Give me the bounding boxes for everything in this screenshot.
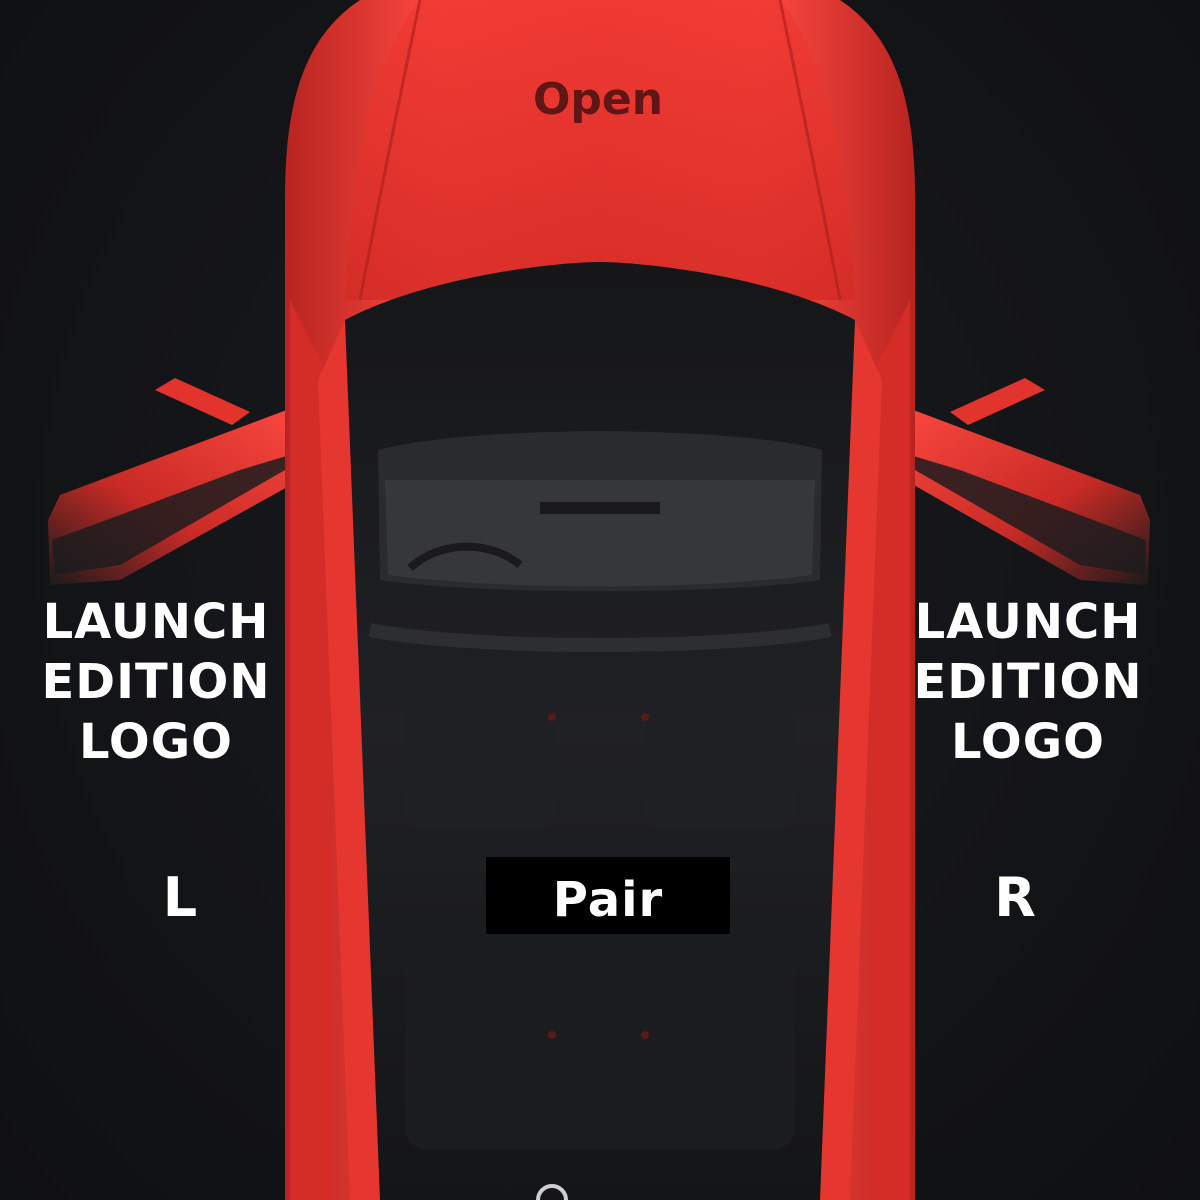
left-door (48, 378, 318, 585)
left-launch-edition-logo-button[interactable]: LAUNCH EDITION LOGO (6, 592, 306, 772)
open-frunk-button[interactable]: Open (532, 74, 664, 125)
right-side-button[interactable]: R (994, 866, 1036, 929)
right-logo-line-3: LOGO (951, 714, 1105, 770)
left-logo-line-1: LAUNCH (42, 594, 270, 650)
right-logo-line-2: EDITION (913, 654, 1143, 710)
left-side-button[interactable]: L (162, 866, 198, 929)
left-logo-line-3: LOGO (79, 714, 233, 770)
pair-button[interactable]: Pair (486, 857, 730, 934)
right-launch-edition-logo-button[interactable]: LAUNCH EDITION LOGO (878, 592, 1178, 772)
right-logo-line-1: LAUNCH (914, 594, 1142, 650)
right-door (882, 378, 1150, 585)
left-logo-line-2: EDITION (41, 654, 271, 710)
